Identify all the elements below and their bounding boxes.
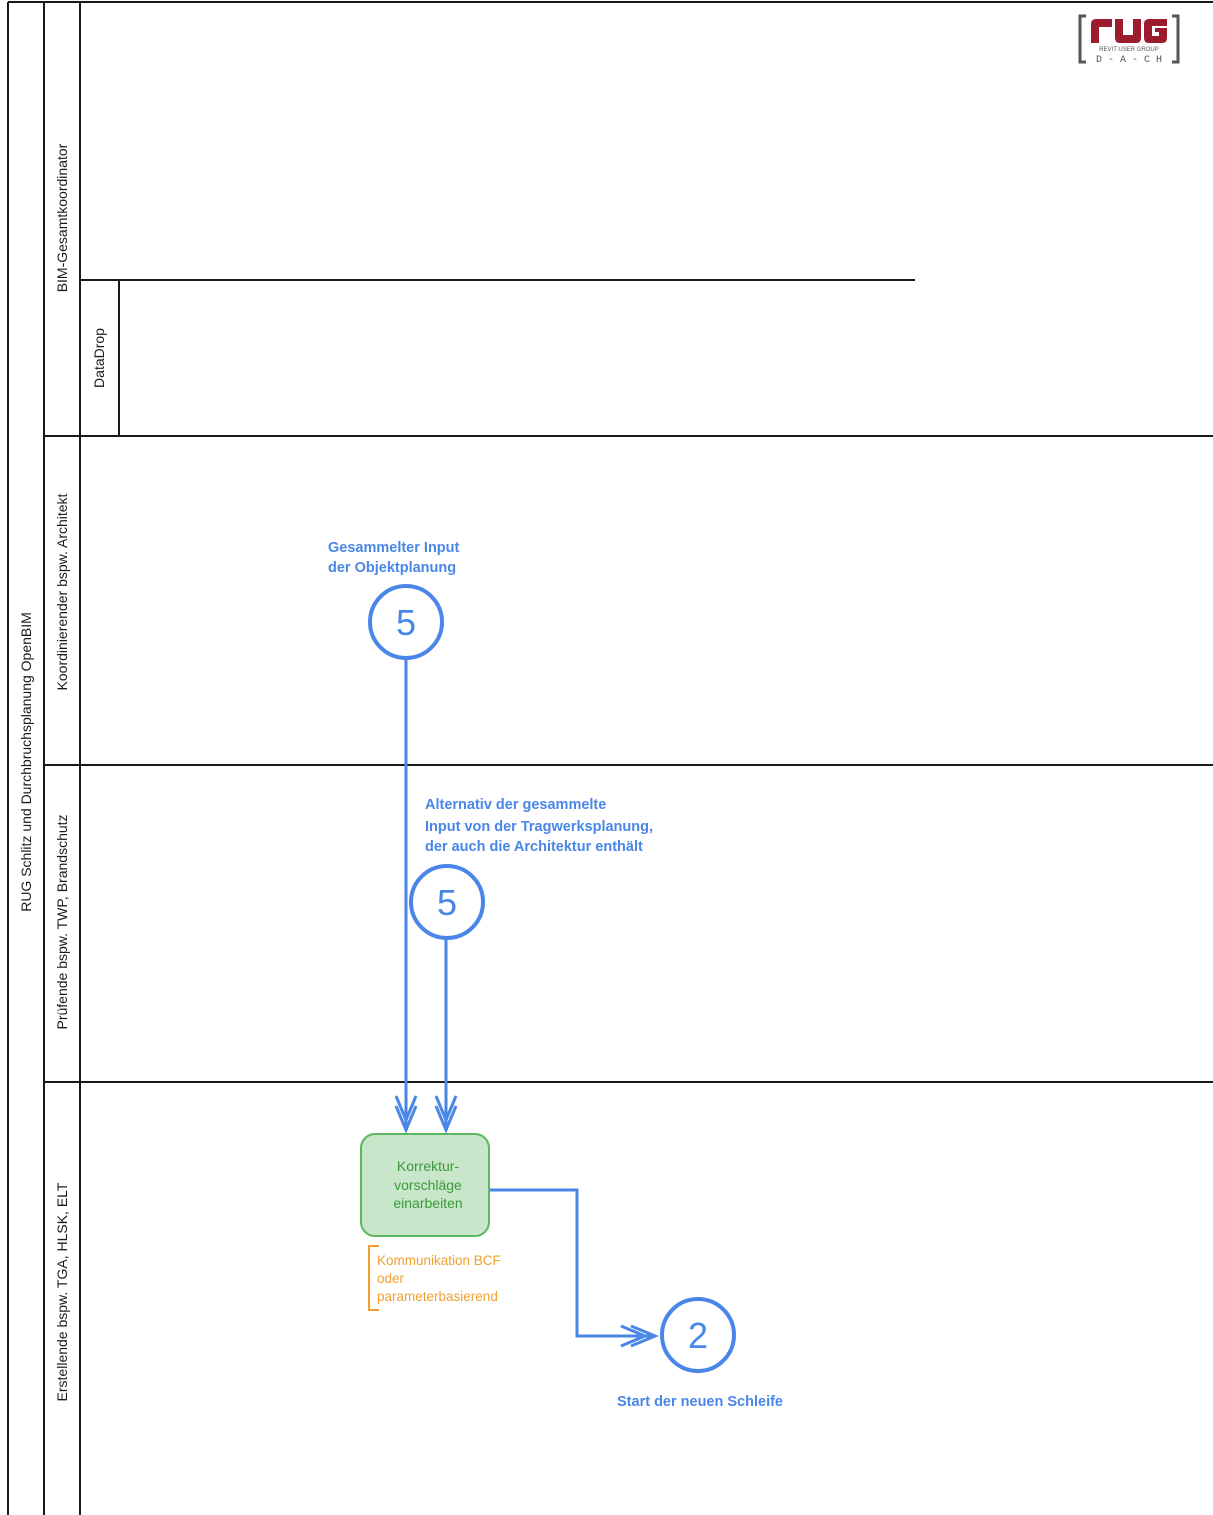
lane-bim-gesamtkoordinator: BIM-Gesamtkoordinator DataDrop xyxy=(54,143,915,436)
logo-letter-u xyxy=(1115,19,1141,43)
event-start-loop[interactable]: 2 Start der neuen Schleife xyxy=(617,1297,783,1410)
lane-label-pruefende: Prüfende bspw. TWP, Brandschutz xyxy=(54,814,70,1029)
lane-label-koordinierender: Koordinierender bspw. Architekt xyxy=(54,493,70,690)
event-label-line3: der auch die Architektur enthält xyxy=(425,839,643,855)
event-label-line2: der Objektplanung xyxy=(328,560,456,576)
logo-subtitle: REVIT USER GROUP xyxy=(1099,47,1159,53)
rug-logo: REVIT USER GROUP D - A - C H xyxy=(1078,14,1180,66)
logo-bracket-left xyxy=(1078,14,1086,64)
event-circle[interactable] xyxy=(660,1297,736,1373)
event-label: Start der neuen Schleife xyxy=(617,1394,783,1410)
task-korrekturvorschlaege[interactable]: Korrektur- vorschläge einarbeiten xyxy=(360,1133,490,1237)
event-input-objektplanung[interactable]: Gesammelter Input der Objektplanung 5 xyxy=(328,540,460,660)
event-label-line1: Alternativ der gesammelte xyxy=(425,797,606,813)
text-annotation: Kommunikation BCF oder parameterbasieren… xyxy=(368,1245,501,1311)
event-label-line2: Input von der Tragwerksplanung, xyxy=(425,819,653,835)
sublane-label-datadrop: DataDrop xyxy=(91,328,107,388)
event-number: 5 xyxy=(437,882,457,923)
logo-region: D - A - C H xyxy=(1096,55,1162,66)
event-number: 5 xyxy=(396,602,416,643)
lane-label-erstellende: Erstellende bspw. TGA, HLSK, ELT xyxy=(54,1182,70,1401)
logo-bracket-right xyxy=(1172,14,1180,64)
arrowhead-tragwerk xyxy=(434,1095,458,1134)
lane-dividers xyxy=(44,435,1213,1083)
event-input-tragwerk[interactable]: Alternativ der gesammelte Input von der … xyxy=(409,797,653,940)
annotation-line2: oder xyxy=(377,1271,405,1286)
sequence-flows xyxy=(394,658,659,1348)
annotation-line1: Kommunikation BCF xyxy=(377,1253,501,1268)
annotation-line3: parameterbasierend xyxy=(377,1289,498,1304)
lane-label-bim-gesamtkoordinator: BIM-Gesamtkoordinator xyxy=(54,143,70,292)
arrowhead-start-loop xyxy=(620,1324,659,1348)
pool: RUG Schlitz und Durchbruchsplanung OpenB… xyxy=(7,1,1213,1515)
logo-letter-r xyxy=(1091,19,1112,43)
task-box[interactable] xyxy=(360,1133,490,1237)
task-label-line3: einarbeiten xyxy=(393,1195,462,1211)
logo-letter-g xyxy=(1144,19,1167,43)
task-label-line2: vorschläge xyxy=(394,1177,462,1193)
pool-title: RUG Schlitz und Durchbruchsplanung OpenB… xyxy=(18,612,34,912)
annotation-bracket xyxy=(368,1245,379,1311)
flow-task-to-start-loop[interactable] xyxy=(490,1188,655,1338)
event-label-line1: Gesammelter Input xyxy=(328,540,460,556)
task-label-line1: Korrektur- xyxy=(397,1158,460,1174)
arrowhead-objektplanung xyxy=(394,1095,418,1134)
event-number: 2 xyxy=(688,1315,708,1356)
